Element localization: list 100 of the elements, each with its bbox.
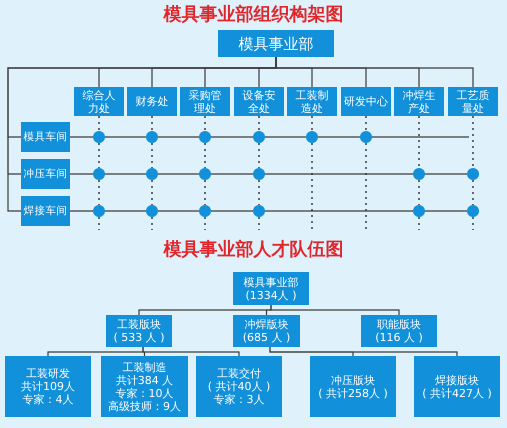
- connector-line: [270, 305, 400, 315]
- org-box: [233, 315, 300, 347]
- org-box: [310, 356, 396, 417]
- dotted-line: [98, 143, 100, 168]
- box-text: ( 共计427人 ): [422, 386, 492, 400]
- connector-line: [372, 136, 469, 138]
- org-box: [448, 87, 498, 116]
- dotted-line: [204, 180, 206, 205]
- dotted-line: [98, 217, 100, 230]
- connector-line: [265, 136, 306, 138]
- connector-line: [425, 173, 467, 175]
- box-text: 冲焊生产处: [402, 88, 436, 114]
- box-text: (1334人 ): [245, 288, 297, 302]
- dotted-line: [204, 116, 206, 131]
- dotted-line: [98, 180, 100, 205]
- dotted-line: [311, 143, 313, 230]
- box-text: 工装制造处: [295, 88, 329, 114]
- connector-line: [158, 136, 199, 138]
- org-box: [361, 315, 437, 347]
- box-text: 专家：10人: [116, 386, 174, 400]
- box-text: ( 共计258人 ): [318, 386, 388, 400]
- connector-line: [211, 136, 253, 138]
- box-text: 模具事业部: [238, 34, 314, 52]
- connector-line: [105, 173, 146, 175]
- connector-line: [158, 210, 199, 212]
- org-box: [218, 30, 334, 57]
- box-text: 焊接车间: [24, 204, 68, 218]
- dotted-line: [204, 143, 206, 168]
- dotted-line: [365, 143, 367, 230]
- box-text: 工装制造: [122, 360, 166, 374]
- box-text: 工装版块: [117, 318, 161, 331]
- org-box: [287, 87, 337, 116]
- box-text: 专家：3人: [214, 393, 264, 406]
- connector-line: [318, 136, 360, 138]
- box-text: 焊接版块: [435, 374, 479, 386]
- chart-title: 模具事业部人才队伍图: [164, 238, 344, 262]
- org-box: [341, 87, 391, 116]
- connector-line: [211, 210, 253, 212]
- box-text: 专家：4人: [22, 393, 74, 406]
- dotted-line: [151, 143, 153, 168]
- dotted-line: [472, 116, 474, 168]
- box-text: 工装研发: [26, 367, 70, 380]
- connector-line: [70, 210, 93, 212]
- connector-line: [105, 210, 146, 212]
- box-text: (685 人 ): [242, 331, 290, 344]
- org-box: [106, 315, 172, 347]
- org-box: [101, 356, 188, 417]
- dotted-line: [418, 116, 420, 168]
- connector-line: [105, 136, 146, 138]
- dotted-line: [258, 217, 260, 230]
- box-text: 模具车间: [24, 130, 68, 144]
- org-box: [234, 87, 284, 116]
- org-box: [21, 122, 70, 152]
- connector-line: [269, 347, 458, 356]
- dotted-line: [472, 217, 474, 230]
- box-text: 工艺质量处: [456, 88, 490, 114]
- connector-line: [211, 173, 253, 175]
- org-box: [21, 196, 70, 226]
- dotted-line: [151, 217, 153, 230]
- org-box: [233, 272, 309, 305]
- box-text: ( 533 人 ): [113, 331, 165, 344]
- connector-line: [265, 173, 413, 175]
- connector-line: [158, 173, 199, 175]
- box-text: 设备安全处: [242, 88, 276, 114]
- dotted-line: [258, 180, 260, 205]
- org-box: [394, 87, 444, 116]
- box-text: 职能版块: [377, 318, 421, 331]
- box-text: 共计384 人: [116, 374, 174, 386]
- box-text: ( 共计40人 ): [208, 380, 270, 393]
- box-text: 财务处: [136, 95, 168, 108]
- org-box: [21, 159, 70, 189]
- connector-line: [425, 210, 467, 212]
- org-box: [180, 87, 230, 116]
- box-text: 研发中心: [344, 95, 388, 108]
- chart-title: 模具事业部组织构架图: [164, 3, 344, 27]
- box-text: 工装交付: [217, 367, 261, 380]
- dotted-line: [151, 116, 153, 131]
- box-text: 采购管理处: [188, 88, 222, 114]
- org-box: [196, 356, 282, 417]
- dotted-line: [418, 180, 420, 205]
- dotted-line: [311, 116, 313, 131]
- org-box: [74, 87, 124, 116]
- connector-line: [142, 347, 240, 356]
- dotted-line: [151, 180, 153, 205]
- org-box: [414, 356, 500, 417]
- dotted-line: [472, 180, 474, 205]
- box-text: 高级技师：9人: [108, 400, 181, 412]
- box-text: (116 人 ): [375, 331, 423, 344]
- box-text: 冲压车间: [24, 168, 68, 180]
- dotted-line: [418, 217, 420, 230]
- dotted-line: [258, 116, 260, 131]
- box-text: 模具事业部: [244, 276, 298, 288]
- box-text: 综合人力处: [82, 88, 116, 114]
- connector-line: [70, 136, 93, 138]
- dotted-line: [204, 217, 206, 230]
- box-text: 冲焊版块: [244, 318, 288, 331]
- box-text: 共计109人: [21, 380, 75, 393]
- box-text: 冲压版块: [331, 374, 375, 386]
- dotted-line: [98, 116, 100, 131]
- dotted-line: [365, 116, 367, 131]
